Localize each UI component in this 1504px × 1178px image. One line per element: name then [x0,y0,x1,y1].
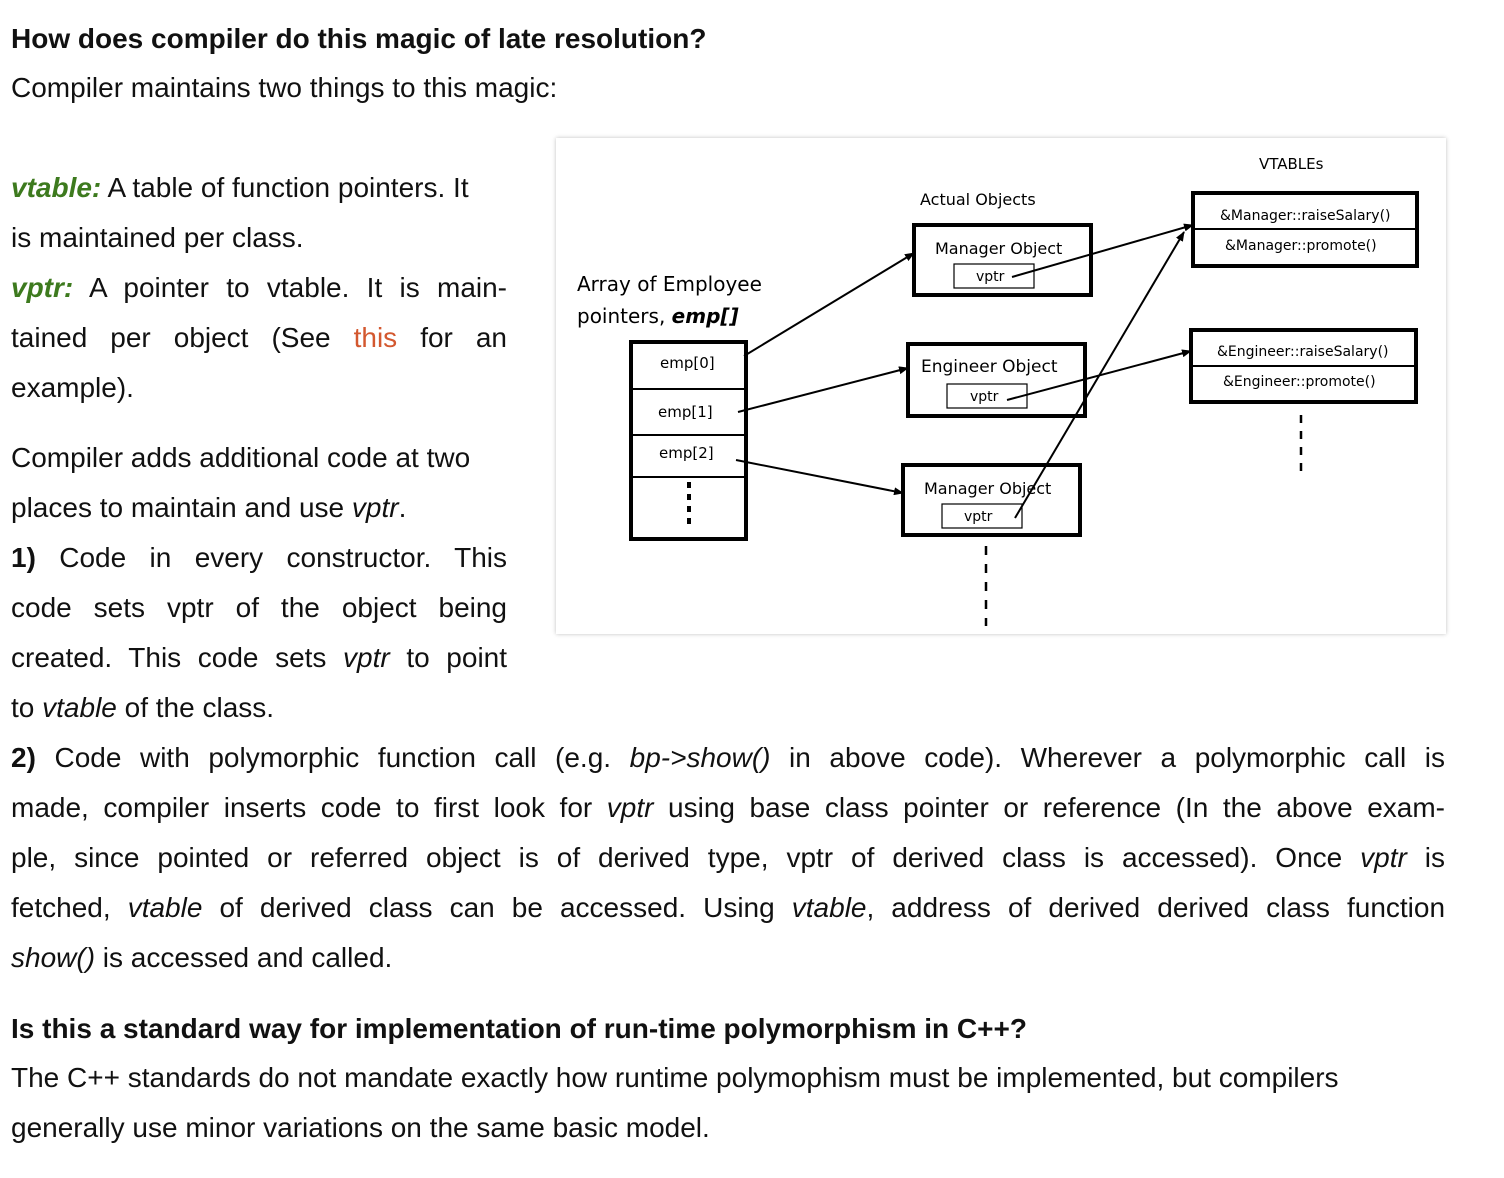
vtable-italic: vtable [42,692,117,723]
emp-0-label: emp[0] [660,354,715,372]
answer-line2: generally use minor variations on the sa… [11,1112,710,1143]
vptr-italic: vptr [1360,842,1407,873]
intro-text: Compiler maintains two things to this ma… [11,72,558,103]
vptr-italic: vptr [343,642,390,673]
code-show: show() [11,942,96,973]
point2-text: fetched, [11,892,111,923]
vptr-definition: vptr: A pointer to vtable. It is main- [11,272,507,304]
vptr-to-manager-vtable-arrow-2 [1014,231,1185,519]
vptr-label: vptr [964,509,993,525]
array-label-line1: Array of Employee [577,272,762,296]
point2-line1: 2) Code with polymorphic function call (… [11,742,1445,774]
engineer-object-box [906,342,1087,418]
code-bp-show: bp->show() [629,742,771,773]
point2-text: , address of derived derived class funct… [866,892,1446,923]
vptr-definition-text: A pointer to vtable. It is main- [88,272,508,303]
point1-line2: code sets vptr of the object being [11,592,507,623]
point2-number: 2) [11,742,36,773]
section-heading-standard: Is this a standard way for implementatio… [11,1013,1027,1044]
array-label-emp: emp[] [672,304,739,328]
vtable-italic: vtable [791,892,867,923]
manager-promote-entry: &Manager::promote() [1225,238,1377,254]
array-label-line2: pointers, emp[] [577,304,739,328]
engineer-object-label: Engineer Object [921,357,1058,377]
period: . [398,492,407,523]
point1-line3: created. This code sets vptr to point [11,642,507,674]
vptr-definition-line2: tained per object (See this for an [11,322,507,354]
point1-text-b: to point [406,642,508,673]
vptr-field [941,503,1023,529]
point2-text-b: in above code). Wherever a polymorphic c… [789,742,1446,773]
vptr-italic: vptr [606,792,654,823]
answer-line1: The C++ standards do not mandate exactly… [11,1062,1339,1093]
array-label-text: pointers, [577,304,665,328]
point1-text-end: of the class. [124,692,275,723]
point2-line3: ple, since pointed or referred object is… [11,842,1445,874]
manager-object-label: Manager Object [935,239,1062,258]
point2-line2: made, compiler inserts code to first loo… [11,792,1445,824]
actual-objects-label: Actual Objects [920,190,1036,209]
point1-line4: to vtable of the class. [11,692,274,724]
emp0-arrow [743,252,915,357]
vptr-line2-text-end: for an [420,322,508,353]
emp-2-label: emp[2] [659,444,714,462]
emp-1-label: emp[1] [658,403,713,421]
engineer-promote-entry: &Engineer::promote() [1223,374,1376,390]
point2-text: of derived class can be accessed. Using [219,892,775,923]
adds-code-line1: Compiler adds additional code at two [11,442,471,473]
vptr-label: vptr [970,389,999,405]
point1-line1: 1) Code in every constructor. This [11,542,507,574]
example-link[interactable]: this [353,322,398,353]
emp1-arrow [737,366,909,413]
point2-line4: fetched, vtable of derived class can be … [11,892,1445,924]
point2-text: ple, since pointed or referred object is… [11,842,1343,873]
vptr-field [946,383,1028,409]
vptr-line2-text: tained per object (See [11,322,331,353]
vtable-definition-cont: is maintained per class. [11,222,304,253]
vptr-to-manager-vtable-arrow [1011,223,1194,278]
vtable-term: vtable: [11,172,102,203]
vptr-italic: vptr [351,492,399,523]
point2-text: is [1424,842,1446,873]
point2-line5: show() is accessed and called. [11,942,392,974]
vptr-term: vptr: [11,272,74,303]
point2-text-a: Code with polymorphic function call (e.g… [54,742,612,773]
vptr-label: vptr [976,269,1005,285]
vptr-definition-line3: example). [11,372,134,403]
vtables-label: VTABLEs [1259,155,1324,173]
manager-object-label-2: Manager Object [924,479,1051,498]
vtable-diagram: VTABLEs Actual Objects Array of Employee… [556,138,1446,634]
manager-raise-salary-entry: &Manager::raiseSalary() [1220,208,1391,224]
point1-text-a: created. This code sets [11,642,327,673]
point1-text: Code in every constructor. This [59,542,508,573]
vtable-italic: vtable [127,892,203,923]
point2-text: made, compiler inserts code to first loo… [11,792,593,823]
point1-number: 1) [11,542,36,573]
emp2-arrow [735,459,904,496]
point1-text-to: to [11,692,35,723]
emp-array-box [629,340,748,541]
engineer-raise-salary-entry: &Engineer::raiseSalary() [1217,344,1389,360]
adds-text: places to maintain and use [11,492,345,523]
vtable-diagram-svg: VTABLEs Actual Objects Array of Employee… [577,155,1419,626]
section-heading-late-resolution: How does compiler do this magic of late … [11,23,707,54]
manager-object-box-2 [901,463,1082,537]
point2-text: using base class pointer or reference (I… [668,792,1446,823]
adds-code-line2: places to maintain and use vptr. [11,492,406,524]
vtable-definition-text: A table of function pointers. It [107,172,469,203]
vtable-definition: vtable: A table of function pointers. It [11,172,469,204]
vptr-field [953,263,1035,289]
point2-text: is accessed and called. [102,942,393,973]
